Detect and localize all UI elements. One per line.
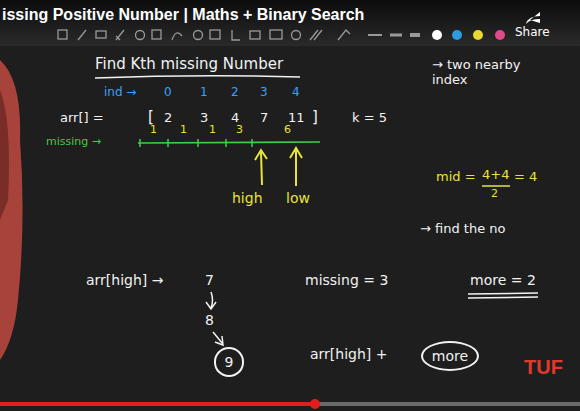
handwritten-note: = 4: [514, 170, 537, 185]
handwritten-note: 4+4: [482, 168, 509, 183]
handwritten-note: 0: [164, 86, 172, 100]
handwritten-note: arr[] =: [60, 111, 104, 126]
handwritten-note: 3: [236, 124, 243, 137]
fraction-bar: [482, 185, 510, 187]
handwritten-note: k = 5: [352, 111, 387, 126]
handwritten-note: low: [286, 190, 310, 206]
watermark: TUF: [524, 356, 563, 379]
toolbar-icons: [58, 30, 420, 40]
presenter-shadow: [0, 90, 9, 220]
underline: [95, 76, 300, 78]
handwritten-note: more = 2: [470, 272, 536, 288]
handwritten-note: high: [232, 190, 263, 206]
presenter: [0, 60, 23, 360]
handwritten-note: arr[high] +: [310, 346, 387, 362]
handwritten-note: 6: [284, 124, 291, 137]
arrow: [213, 332, 223, 345]
handwritten-note: 1: [150, 124, 157, 137]
top-bar: [0, 0, 580, 46]
handwritten-note: 1: [209, 124, 216, 137]
handwritten-note: missing →: [46, 136, 101, 149]
progress-track: [0, 402, 580, 406]
missing-line: [138, 142, 320, 143]
progress-bar: [0, 402, 315, 406]
handwritten-note: Find Kth missing Number: [95, 56, 283, 73]
handwritten-note: 4: [292, 86, 300, 100]
color-dot: [452, 30, 462, 40]
handwritten-note: 7: [260, 111, 268, 126]
handwritten-note: ]: [312, 109, 318, 126]
ticks: [140, 139, 252, 147]
progress-knob: [310, 399, 320, 409]
handwritten-note: → find the no: [420, 222, 506, 237]
handwritten-note: 2: [491, 188, 498, 201]
double-underline: [468, 293, 538, 298]
color-dot: [495, 30, 505, 40]
low-arrow: [290, 148, 302, 186]
handwritten-note: Share: [515, 26, 550, 40]
circled-text: more: [432, 348, 468, 364]
handwritten-note: → two nearby index: [432, 58, 544, 88]
color-dot: [432, 30, 442, 40]
handwritten-note: 2: [231, 86, 239, 100]
handwritten-note: 3: [260, 86, 268, 100]
handwritten-note: 7: [205, 272, 214, 288]
handwritten-note: 8: [205, 312, 214, 328]
circled-note: more: [421, 341, 479, 371]
high-arrow: [255, 150, 267, 185]
circled-note: 9: [214, 347, 245, 377]
handwritten-note: mid =: [436, 170, 476, 185]
handwritten-note: 1: [200, 86, 208, 100]
handwritten-note: ind →: [104, 86, 136, 100]
handwritten-note: 2: [164, 111, 172, 126]
video-title: issing Positive Number | Maths + Binary …: [2, 6, 364, 24]
share-icon: [526, 12, 540, 24]
handwritten-note: arr[high] →: [86, 272, 163, 288]
arrow: [206, 292, 216, 309]
handwritten-note: 3: [200, 111, 208, 126]
circled-text: 9: [225, 354, 234, 370]
color-dot: [473, 30, 483, 40]
handwritten-note: missing = 3: [305, 272, 388, 288]
handwritten-note: 1: [180, 124, 187, 137]
